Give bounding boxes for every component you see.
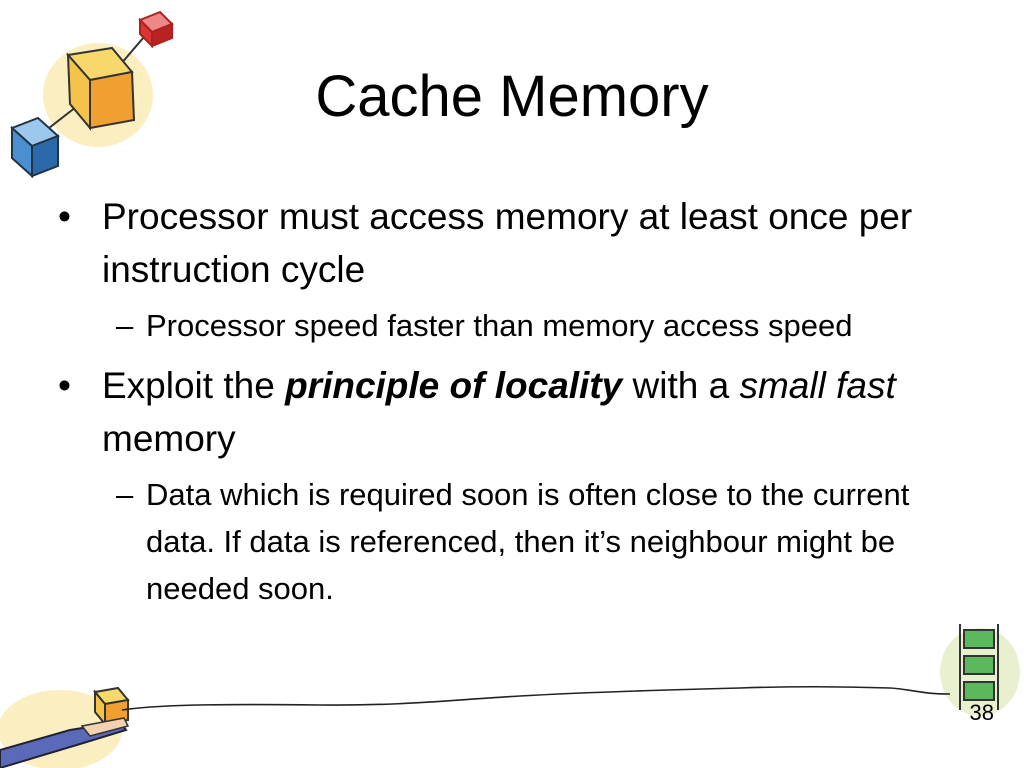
sub-bullet-item: – Processor speed faster than memory acc… <box>116 302 978 349</box>
bullet-text: Processor must access memory at least on… <box>102 196 913 290</box>
bullet-marker: • <box>58 196 71 237</box>
sub-bullet-marker: – <box>116 477 134 512</box>
bullet-text-post: memory <box>102 418 236 459</box>
sub-bullet-text: Processor speed faster than memory acces… <box>146 308 853 343</box>
page-number: 38 <box>969 700 994 725</box>
stacked-blocks-clipart <box>940 624 1020 716</box>
bullet-text-mid: with a <box>622 365 740 406</box>
linked-cubes-clipart <box>10 10 174 179</box>
bullet-item: • Processor must access memory at least … <box>58 190 978 296</box>
slide-title: Cache Memory <box>315 64 709 129</box>
sub-bullet-item: – Data which is required soon is often c… <box>116 471 978 612</box>
hand-cube-clipart <box>0 686 130 768</box>
bullet-item: • Exploit the principle of locality with… <box>58 359 978 465</box>
small-fast-emphasis: small fast <box>739 365 896 406</box>
sub-bullet-text: Data which is required soon is often clo… <box>146 477 910 606</box>
bullet-text-pre: Exploit the <box>102 365 286 406</box>
sub-bullet-marker: – <box>116 308 134 343</box>
principle-of-locality-emphasis: principle of locality <box>285 365 623 406</box>
slide-body: • Processor must access memory at least … <box>58 190 978 622</box>
footer-divider-line <box>121 686 951 711</box>
bullet-marker: • <box>58 365 71 406</box>
